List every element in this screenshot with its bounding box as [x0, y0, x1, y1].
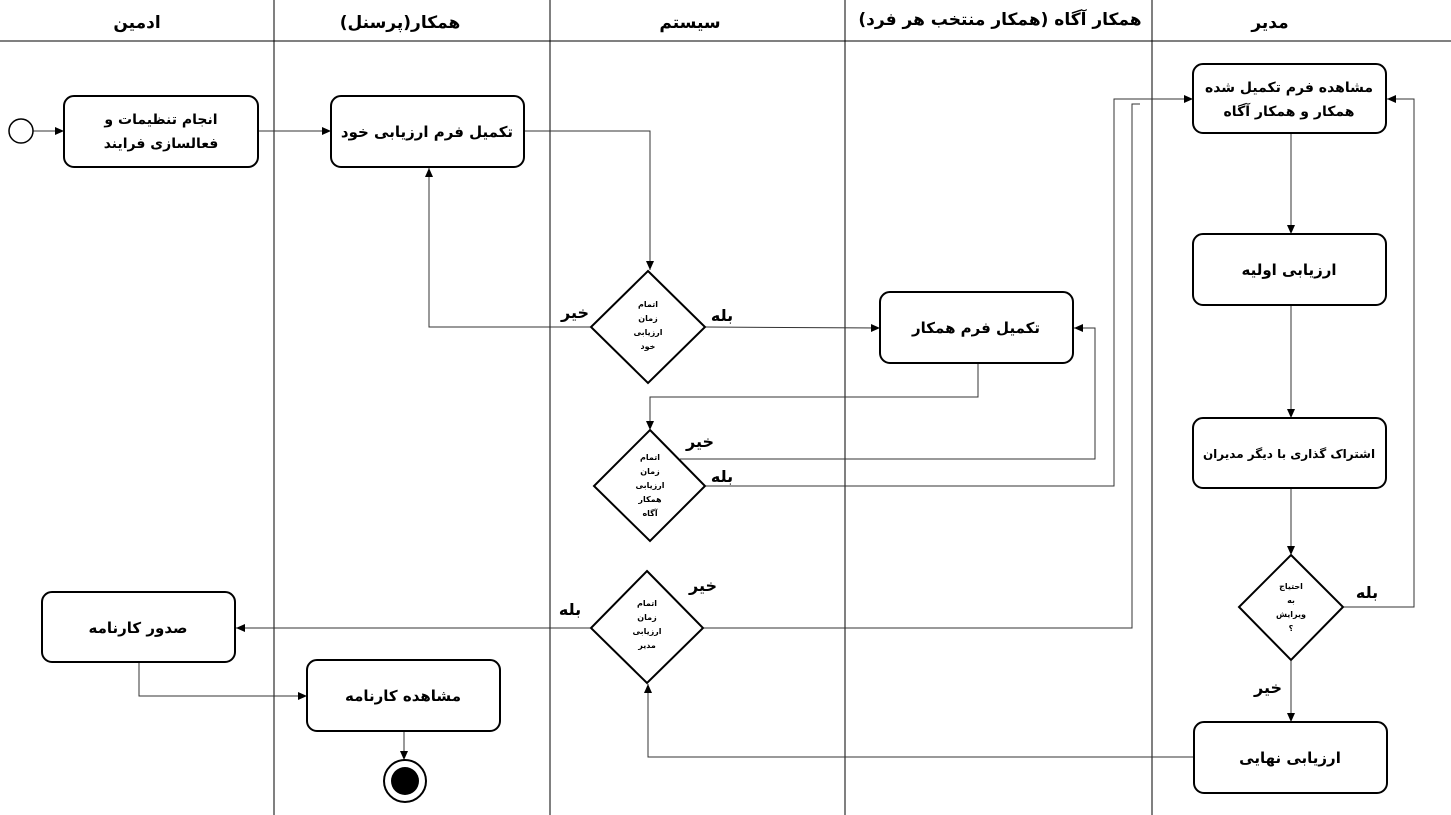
node-label: تکمیل فرم ارزیابی خود: [341, 123, 513, 141]
activity-share: اشتراک گذاری با دیگر مدیران: [1192, 417, 1387, 489]
edges: [33, 95, 1415, 760]
node-label: همکار و همکار آگاه: [1224, 102, 1355, 120]
node-label: همکار: [637, 495, 662, 504]
decision-manager-end: اتمام زمان ارزیابی مدیر: [589, 569, 705, 685]
activity-view-forms: مشاهده فرم تکمیل شده همکار و همکار آگاه: [1192, 63, 1387, 134]
node-label: ارزیابی: [635, 481, 664, 490]
decision-expert-end: اتمام زمان ارزیابی همکار آگاه: [592, 428, 707, 543]
activity-colleague-form: تکمیل فرم همکار: [879, 291, 1074, 364]
label-yes: بله: [1356, 583, 1378, 602]
node-label: اتمام: [638, 300, 658, 309]
node-label: انجام تنظیمات و: [103, 112, 217, 128]
node-label: ؟: [1289, 624, 1294, 633]
node-label: زمان: [638, 314, 658, 323]
lane-manager: مدیر: [1250, 13, 1288, 33]
activity-initial-eval: ارزیابی اولیه: [1192, 233, 1387, 306]
node-label: اشتراک گذاری با دیگر مدیران: [1203, 447, 1375, 461]
node-label: ارزیابی نهایی: [1239, 749, 1341, 767]
node-label: ارزیابی اولیه: [1241, 261, 1336, 279]
lane-expert-colleague: همکار آگاه (همکار منتخب هر فرد): [858, 8, 1141, 30]
node-label: خود: [641, 342, 656, 351]
node-label: صدور کارنامه: [89, 619, 188, 637]
node-label: مشاهده کارنامه: [345, 687, 461, 705]
label-yes: بله: [711, 306, 733, 325]
node-label: فعالسازی فرایند: [104, 136, 219, 152]
label-no: خیر: [560, 303, 589, 322]
label-no: خیر: [688, 576, 717, 595]
lane-admin: ادمین: [113, 13, 160, 33]
edge-labels: خیر بله خیر بله خیر بله بله خیر: [559, 303, 1378, 697]
node-label: مشاهده فرم تکمیل شده: [1205, 80, 1373, 96]
label-no: خیر: [685, 432, 714, 451]
node-label: تکمیل فرم همکار: [911, 319, 1040, 337]
node-label: زمان: [637, 613, 657, 622]
lane-system: سیستم: [659, 13, 720, 33]
decision-self-end: اتمام زمان ارزیابی خود: [589, 269, 707, 385]
label-yes: بله: [711, 467, 733, 486]
end-node: [383, 759, 427, 803]
node-label: احتیاج: [1279, 582, 1303, 591]
activity-setup: انجام تنظیمات و فعالسازی فرایند: [63, 95, 259, 168]
node-label: زمان: [640, 467, 660, 476]
node-label: اتمام: [637, 599, 657, 608]
node-label: مدیر: [637, 641, 656, 650]
node-label: ارزیابی: [633, 328, 662, 337]
lane-colleague: همکار(پرسنل): [340, 13, 461, 33]
activity-issue-report: صدور کارنامه: [41, 591, 236, 663]
label-no: خیر: [1253, 678, 1282, 697]
node-label: آگاه: [642, 508, 657, 518]
label-yes: بله: [559, 600, 581, 619]
node-label: ویرایش: [1276, 610, 1306, 620]
activity-final-eval: ارزیابی نهایی: [1193, 721, 1388, 794]
activity-view-report: مشاهده کارنامه: [306, 659, 501, 732]
node-label: اتمام: [640, 453, 660, 462]
start-node: [8, 118, 34, 144]
node-label: ارزیابی: [632, 627, 661, 636]
activity-self-form: تکمیل فرم ارزیابی خود: [330, 95, 525, 168]
node-label: به: [1287, 596, 1295, 605]
decision-need-edit: احتیاج به ویرایش ؟: [1237, 553, 1345, 662]
